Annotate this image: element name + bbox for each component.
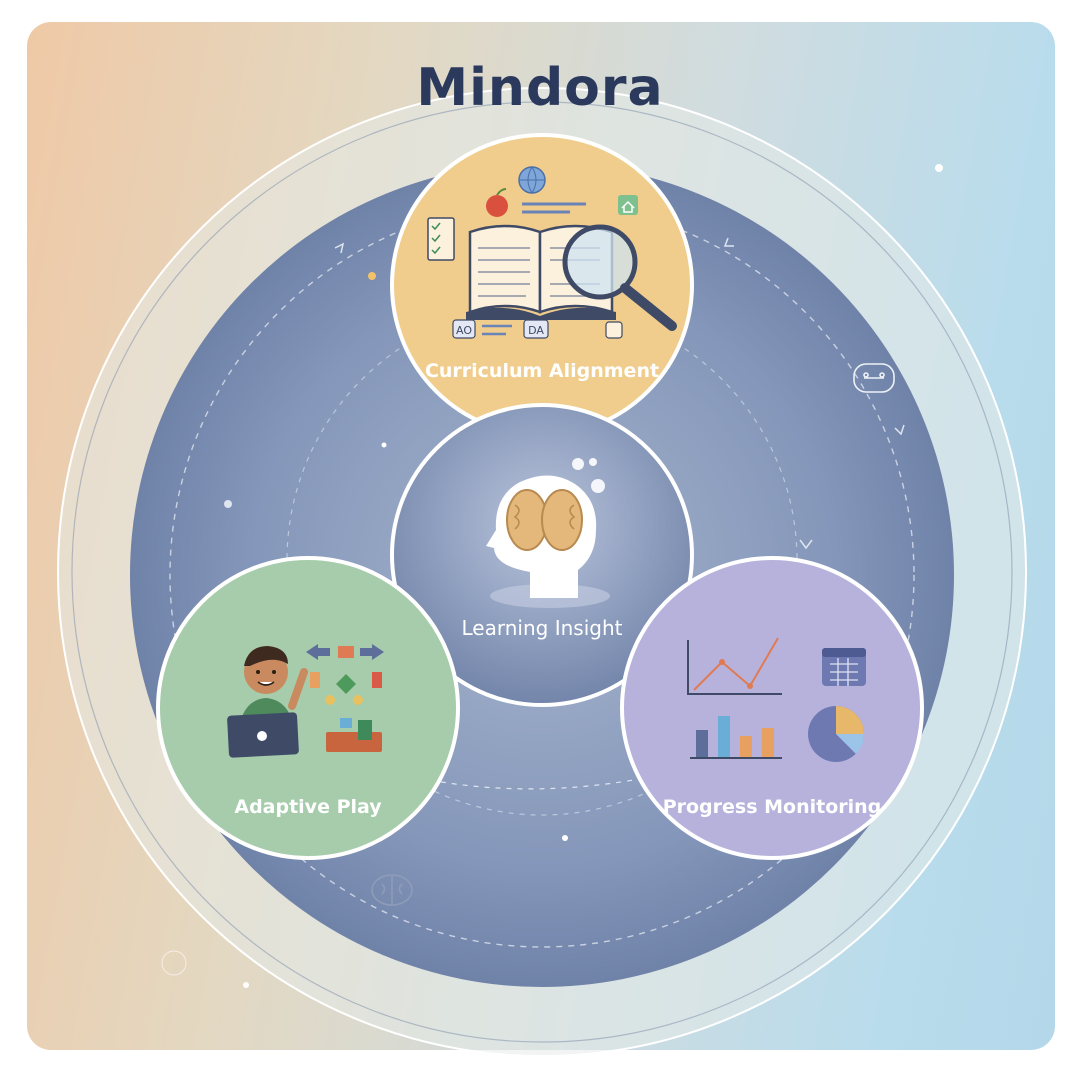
magnifying-glass-icon [562,224,677,331]
student-with-tablet-icon [227,646,308,758]
calendar-icon [822,648,866,686]
globe-icon [518,166,546,194]
label-progress-monitoring: Progress Monitoring [662,796,882,818]
svg-text:DA: DA [528,324,544,337]
pie-chart-icon [808,706,865,762]
line-chart-icon [687,637,782,695]
checklist-icon [427,217,455,261]
label-learning-insight: Learning Insight [461,616,623,640]
node-right-circle [620,556,924,860]
arrow-icon [723,237,734,247]
puzzle-blocks-icon [310,672,382,752]
outer-ring-line [71,101,1013,1043]
brain-icon [371,874,413,906]
head-brain-icon [486,475,597,598]
bar-chart-icon [690,716,782,759]
apple-icon [486,188,508,217]
brand-title: Mindora [416,58,664,118]
robot-icon [853,363,895,393]
home-icon [618,195,638,215]
arrow-icon [894,424,905,436]
arrow-icon [799,539,813,550]
arrow-icon [334,242,345,254]
label-curriculum-alignment: Curriculum Alignment [424,360,660,382]
svg-text:AO: AO [456,324,472,337]
gear-icon [572,458,605,493]
label-adaptive-play: Adaptive Play [234,796,382,818]
arrows-icon [306,644,384,660]
node-left-circle [156,556,460,860]
